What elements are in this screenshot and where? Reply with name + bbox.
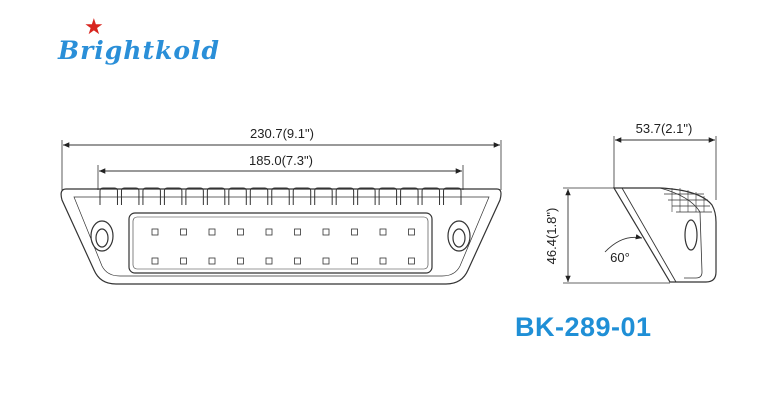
brand-logo: Brightkold [58,36,220,65]
led [237,228,244,236]
side-housing [612,187,717,283]
side-mounting-hole [684,219,698,251]
led [322,257,330,265]
led [351,228,358,236]
led [151,257,159,265]
fin [335,187,355,205]
side-view [563,136,717,284]
led [408,228,415,236]
fin [378,187,398,205]
led [151,228,159,236]
lens-window [128,212,433,274]
housing-outline [60,188,502,285]
fin [163,187,183,205]
led [294,228,301,236]
led [379,228,387,236]
star-icon: ★ [84,14,104,39]
fin [249,187,269,205]
model-code: BK-289-01 [515,312,652,342]
inner-length-label: 185.0(7.3") [249,153,313,168]
fin [185,187,204,205]
angle-arc [604,234,643,253]
fin [400,187,419,205]
fin [142,187,161,205]
led [180,228,187,236]
led [265,228,273,236]
fin [99,187,118,205]
mounting-hole-left [90,220,114,252]
led [294,257,301,265]
front-view [60,140,502,285]
fin [357,187,376,205]
overall-length-label: 230.7(9.1") [250,126,314,141]
depth-label: 53.7(2.1") [636,121,693,136]
height-label: 46.4(1.8") [544,208,559,265]
fin [228,187,247,205]
led-array [151,228,415,265]
led [180,257,187,265]
led [351,257,358,265]
fin [120,187,140,205]
angle-label: 60° [610,250,630,265]
fin [421,187,441,205]
led [379,257,387,265]
fin [443,187,462,205]
led [208,257,216,265]
led [322,228,330,236]
led [208,228,216,236]
fin [314,187,333,205]
fin [271,187,290,205]
led [408,257,415,265]
led [237,257,244,265]
cooling-fins [99,187,462,205]
mounting-hole-right [447,220,471,252]
fin [206,187,226,205]
led [265,257,273,265]
fin [292,187,312,205]
